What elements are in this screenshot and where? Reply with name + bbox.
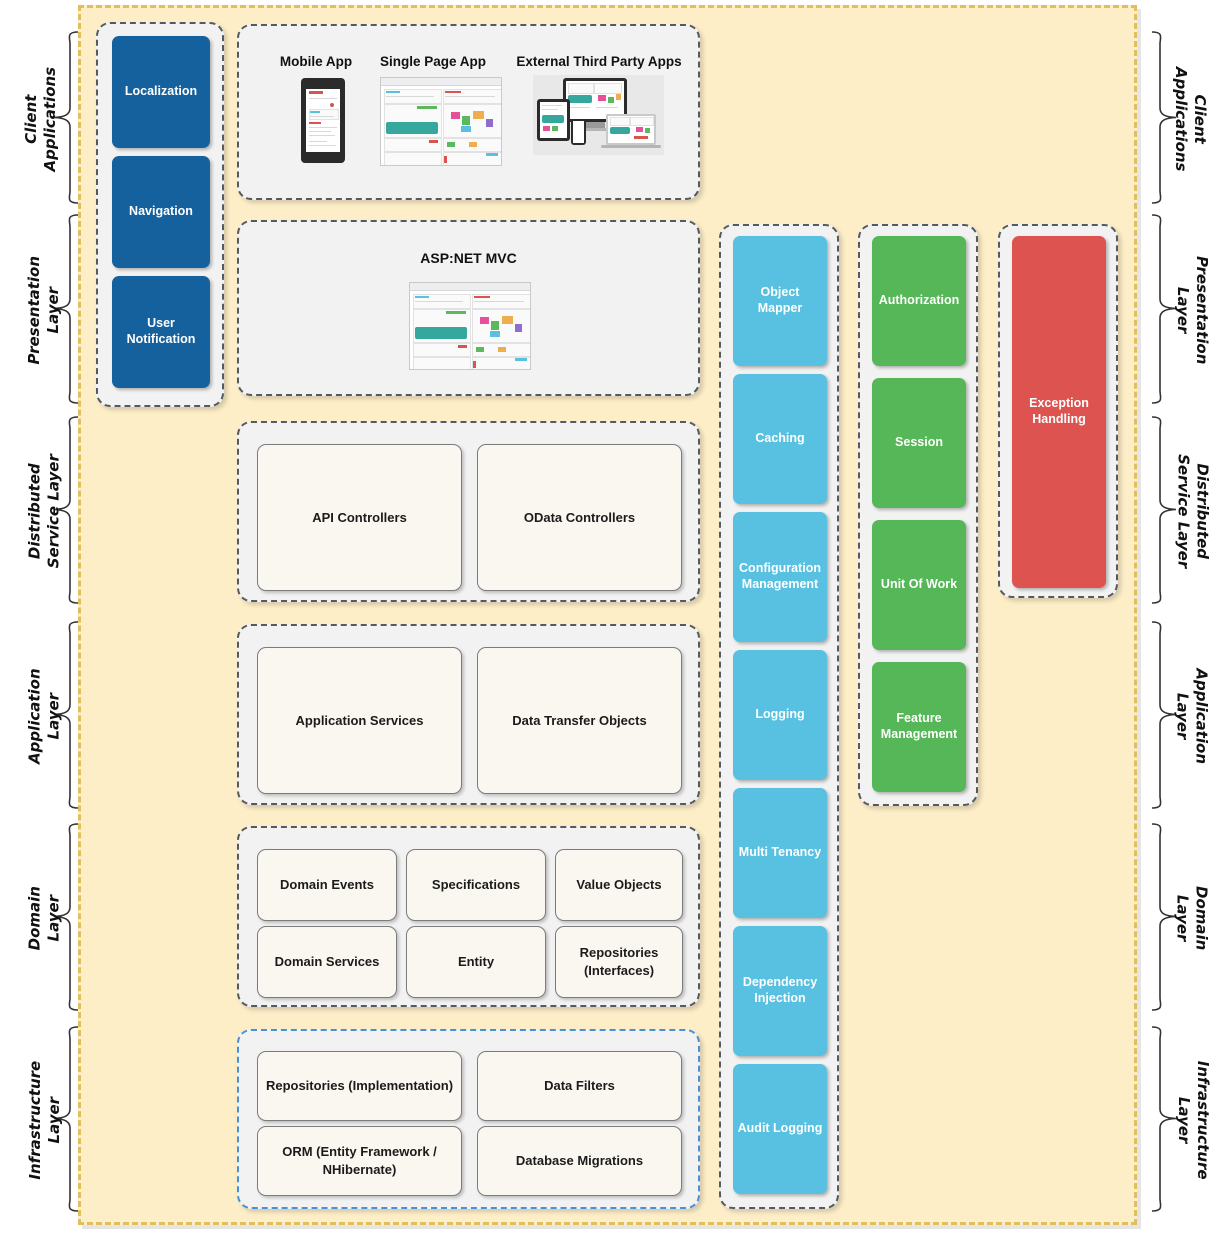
box-data-filters[interactable]: Data Filters: [477, 1051, 682, 1121]
distributed-service-layer-group: API Controllers OData Controllers: [237, 421, 700, 602]
box-data-transfer-objects[interactable]: Data Transfer Objects: [477, 647, 682, 794]
brace-left-distributed-service-layer: [48, 415, 84, 605]
box-odata-controllers[interactable]: OData Controllers: [477, 444, 682, 591]
tile-multi-tenancy[interactable]: Multi Tenancy: [733, 788, 827, 918]
tile-localization[interactable]: Localization: [112, 36, 210, 148]
box-application-services[interactable]: Application Services: [257, 647, 462, 794]
layer-label-application-layer: Application Layer: [25, 668, 63, 765]
layer-label-right-domain-layer: Domain Layer: [1173, 886, 1211, 951]
browser-dashboard-mockup-icon: [380, 77, 502, 166]
caption-single-page-app: Single Page App: [379, 54, 487, 69]
aspnet-browser-dashboard-mockup-icon: [409, 282, 531, 370]
caption-mobile-app: Mobile App: [279, 54, 353, 69]
layer-label-distributed-service-layer: Distributed Service Layer: [25, 454, 63, 569]
cross-cutting-sidebar-group: Localization Navigation User Notificatio…: [96, 22, 224, 407]
tile-user-notification[interactable]: User Notification: [112, 276, 210, 388]
brace-left-application-layer: [48, 620, 84, 810]
box-specifications[interactable]: Specifications: [406, 849, 546, 921]
layer-label-domain-layer: Domain Layer: [25, 886, 63, 951]
brace-right-client-applications: [1146, 30, 1182, 205]
box-entity[interactable]: Entity: [406, 926, 546, 998]
client-applications-group: Mobile App Single Page App External Thir…: [237, 24, 700, 200]
tile-caching[interactable]: Caching: [733, 374, 827, 504]
tile-object-mapper[interactable]: Object Mapper: [733, 236, 827, 366]
layer-label-infrastructure-layer: Infrastructure Layer: [25, 1060, 63, 1180]
brace-right-domain-layer: [1146, 822, 1182, 1012]
tile-exception-handling[interactable]: Exception Handling: [1012, 236, 1106, 588]
tile-configuration-management[interactable]: Configuration Management: [733, 512, 827, 642]
application-layer-group: Application Services Data Transfer Objec…: [237, 624, 700, 805]
tile-session[interactable]: Session: [872, 378, 966, 508]
presentation-layer-group: ASP:NET MVC: [237, 220, 700, 396]
layer-label-right-application-layer: Application Layer: [1173, 668, 1211, 765]
tile-unit-of-work[interactable]: Unit Of Work: [872, 520, 966, 650]
tile-feature-management[interactable]: Feature Management: [872, 662, 966, 792]
tile-authorization[interactable]: Authorization: [872, 236, 966, 366]
box-domain-services[interactable]: Domain Services: [257, 926, 397, 998]
layer-label-right-distributed-service-layer: Distributed Service Layer: [1174, 454, 1212, 569]
brace-right-infrastructure-layer: [1146, 1025, 1182, 1213]
multi-device-mockup-icon: [533, 75, 664, 155]
tile-logging[interactable]: Logging: [733, 650, 827, 780]
domain-layer-group: Domain Events Specifications Value Objec…: [237, 826, 700, 1007]
caption-external-third-party-apps: External Third Party Apps: [516, 54, 682, 69]
green-cross-cutting-column-group: Authorization Session Unit Of Work Featu…: [858, 224, 978, 806]
cyan-cross-cutting-column-group: Object Mapper Caching Configuration Mana…: [719, 224, 839, 1209]
box-repositories-implementation[interactable]: Repositories (Implementation): [257, 1051, 462, 1121]
red-cross-cutting-column-group: Exception Handling: [998, 224, 1118, 598]
layer-label-right-client-applications: Client Applications: [1172, 66, 1210, 172]
brace-left-presentation-layer: [48, 213, 84, 405]
box-value-objects[interactable]: Value Objects: [555, 849, 683, 921]
layer-label-right-infrastructure-layer: Infrastructure Layer: [1175, 1060, 1213, 1180]
layer-label-right-presentation-layer: Presentation Layer: [1174, 255, 1212, 365]
brace-right-presentation-layer: [1146, 213, 1182, 405]
layer-label-client-applications: Client Applications: [21, 66, 59, 172]
brace-right-distributed-service-layer: [1146, 415, 1182, 605]
brace-right-application-layer: [1146, 620, 1182, 810]
phone-mockup-icon: [301, 78, 345, 163]
box-orm[interactable]: ORM (Entity Framework / NHibernate): [257, 1126, 462, 1196]
layer-label-presentation-layer: Presentation Layer: [24, 255, 62, 365]
tile-navigation[interactable]: Navigation: [112, 156, 210, 268]
tile-dependency-injection[interactable]: Dependency Injection: [733, 926, 827, 1056]
box-repositories-interfaces[interactable]: Repositories (Interfaces): [555, 926, 683, 998]
brace-left-infrastructure-layer: [48, 1025, 84, 1213]
tile-audit-logging[interactable]: Audit Logging: [733, 1064, 827, 1194]
aspnet-mvc-title: ASP:NET MVC: [420, 250, 517, 266]
brace-left-domain-layer: [48, 822, 84, 1012]
box-domain-events[interactable]: Domain Events: [257, 849, 397, 921]
box-database-migrations[interactable]: Database Migrations: [477, 1126, 682, 1196]
brace-left-client-applications: [48, 30, 84, 205]
infrastructure-layer-group: Repositories (Implementation) Data Filte…: [237, 1029, 700, 1209]
box-api-controllers[interactable]: API Controllers: [257, 444, 462, 591]
